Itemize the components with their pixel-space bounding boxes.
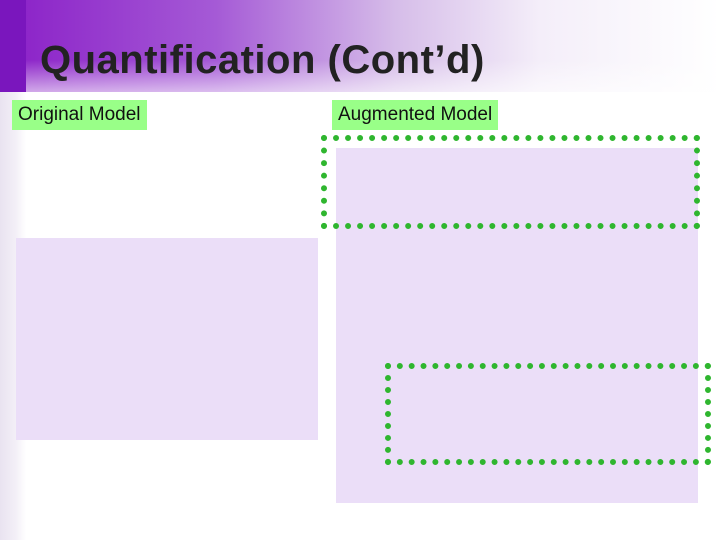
augmented-highlight-bottom — [385, 363, 711, 465]
header-fade — [0, 60, 720, 92]
original-model-panel — [16, 238, 318, 440]
original-model-label: Original Model — [12, 100, 147, 130]
slide-title: Quantification (Cont’d) — [40, 38, 485, 82]
augmented-model-panel — [336, 148, 698, 503]
left-accent-top — [0, 0, 26, 92]
augmented-model-label: Augmented Model — [332, 100, 499, 130]
augmented-highlight-top — [321, 135, 700, 229]
